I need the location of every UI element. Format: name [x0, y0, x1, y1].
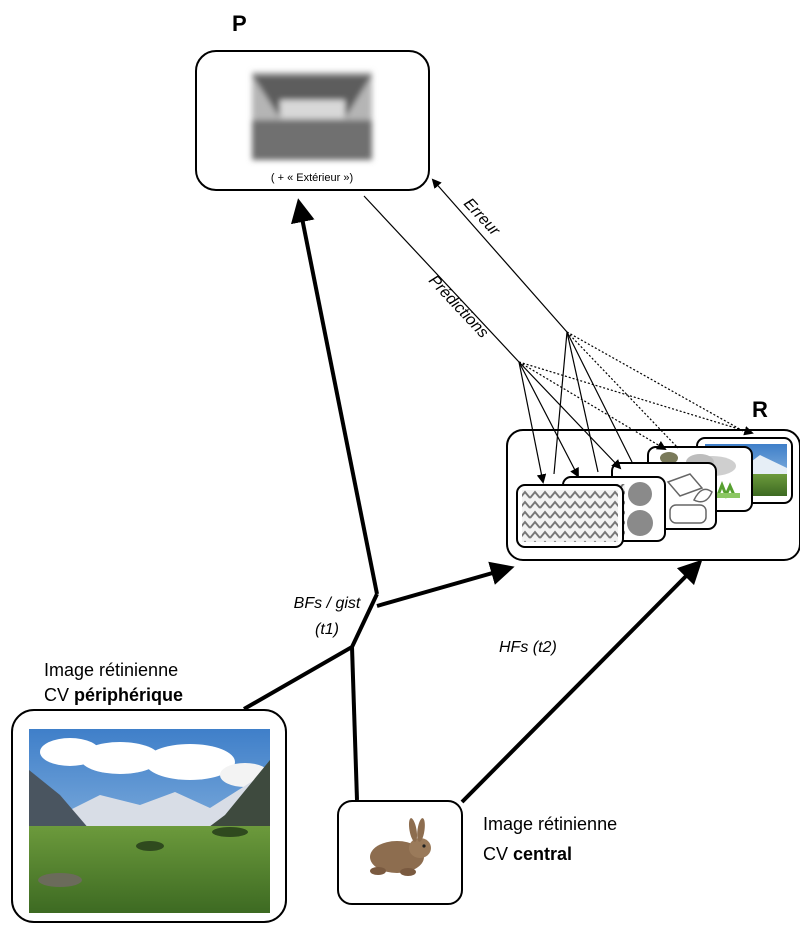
central-to-junction — [350, 646, 359, 801]
low-freq-pathway — [243, 198, 515, 801]
low-freq-label: BFs / gist — [294, 595, 361, 612]
peripheral-caption: Image rétinienne CV périphérique — [44, 660, 183, 705]
error-arrow — [431, 178, 568, 333]
prediction-line — [363, 195, 520, 363]
low-freq-time-label: (t1) — [315, 621, 339, 638]
p-node-label: P — [232, 11, 247, 36]
r-node — [506, 429, 800, 561]
central-caption-line2: CV central — [483, 844, 572, 864]
rabbit-icon — [370, 818, 431, 876]
error-feedback — [431, 178, 746, 475]
peripheral-image-frame — [11, 709, 287, 923]
high-freq-arrow — [460, 559, 703, 804]
p-node: ( + « Extérieur ») — [195, 50, 430, 191]
high-freq-label: HFs (t2) — [499, 639, 557, 656]
p-node-caption: ( + « Extérieur ») — [271, 172, 353, 184]
landscape-photo — [29, 729, 270, 913]
central-image-frame — [337, 800, 463, 905]
r-node-label: R — [752, 397, 768, 422]
arrow-to-p — [290, 198, 379, 595]
blurred-prediction-image — [252, 72, 372, 160]
prediction-feedforward — [363, 195, 754, 484]
peripheral-caption-line1: Image rétinienne — [44, 660, 178, 680]
peripheral-caption-line2: CV périphérique — [44, 685, 183, 705]
central-caption: Image rétinienne CV central — [483, 814, 617, 864]
predictions-label: Prédictions — [425, 272, 491, 341]
arrow-to-r-low — [376, 561, 515, 608]
central-caption-line1: Image rétinienne — [483, 814, 617, 834]
r-card-edges — [516, 484, 624, 548]
